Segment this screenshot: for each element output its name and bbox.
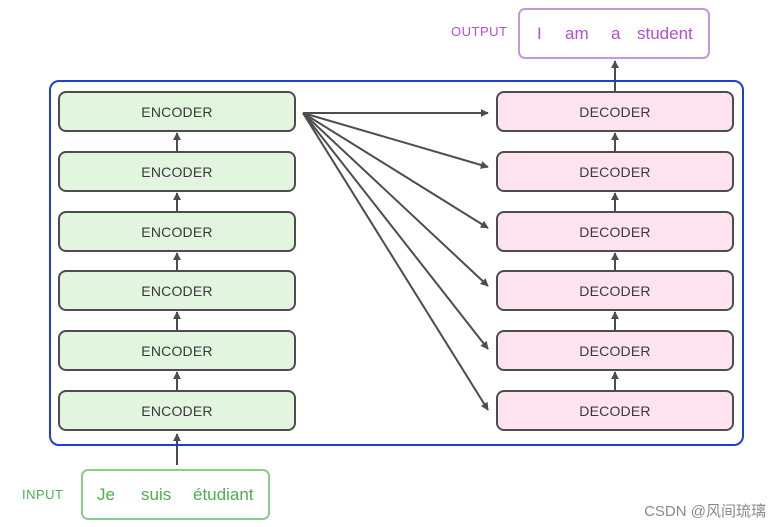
output-label: OUTPUT (451, 24, 508, 39)
decoder-layer-6: DECODER (496, 91, 734, 132)
decoder-layer-3: DECODER (496, 270, 734, 311)
encoder-to-decoder-arrow (302, 112, 489, 411)
encoder-layer-4: ENCODER (58, 211, 296, 252)
output-sequence-box: I am a student (518, 8, 710, 59)
encoder-layer-1: ENCODER (58, 390, 296, 431)
output-token: student (637, 23, 693, 43)
input-sequence-box: Je suis étudiant (81, 469, 270, 520)
input-token: Je (97, 484, 115, 504)
decoder-layer-2: DECODER (496, 330, 734, 371)
encoder-to-decoder-arrow (302, 112, 489, 287)
watermark: CSDN @风间琉璃 (644, 503, 766, 520)
encoder-layer-3: ENCODER (58, 270, 296, 311)
input-token: suis (141, 484, 172, 504)
encoder-layer-2: ENCODER (58, 330, 296, 371)
input-label: INPUT (22, 487, 64, 502)
encoder-to-decoder-arrow (302, 112, 489, 229)
input-token: étudiant (193, 484, 254, 504)
output-token: a (611, 23, 621, 43)
decoder-layer-4: DECODER (496, 211, 734, 252)
encoder-layer-5: ENCODER (58, 151, 296, 192)
encoder-layer-6: ENCODER (58, 91, 296, 132)
encoder-to-decoder-arrow (302, 112, 489, 350)
encoder-to-decoder-arrow (302, 112, 489, 169)
output-token: am (565, 23, 589, 43)
encoder-decoder-stack-frame (49, 80, 744, 446)
decoder-layer-1: DECODER (496, 390, 734, 431)
decoder-layer-5: DECODER (496, 151, 734, 192)
output-token: I (537, 23, 542, 43)
